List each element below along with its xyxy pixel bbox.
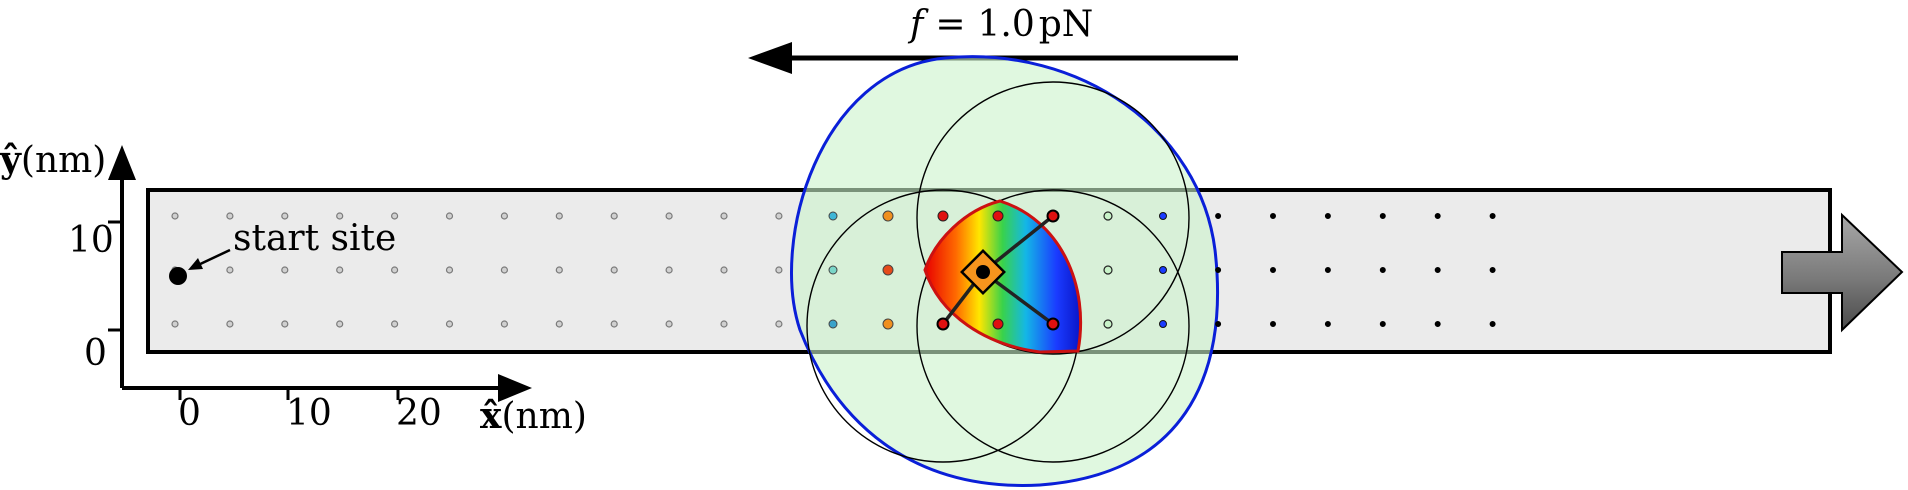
force-arrow-icon: [748, 42, 1238, 74]
direction-arrow-icon: [1781, 212, 1904, 333]
binding-site: [391, 212, 399, 220]
binding-site: [281, 320, 289, 328]
binding-site: [775, 212, 783, 220]
binding-site: [1324, 212, 1331, 219]
binding-site: [1215, 266, 1222, 273]
binding-site: [391, 266, 399, 274]
y-tick-0: 0: [84, 333, 107, 374]
binding-site: [610, 320, 618, 328]
binding-site: [226, 212, 234, 220]
start-site-pointer: [188, 248, 231, 270]
binding-site: [1324, 320, 1331, 327]
binding-site: [171, 320, 179, 328]
binding-site: [1215, 212, 1222, 219]
binding-site: [775, 266, 783, 274]
binding-site: [1379, 320, 1386, 327]
binding-site: [445, 212, 454, 220]
binding-site: [445, 266, 454, 274]
binding-site-lattice: [171, 212, 1496, 328]
binding-site: [226, 266, 234, 274]
x-tick-0: 0: [178, 393, 201, 434]
binding-site: [665, 320, 673, 328]
binding-site: [336, 320, 344, 328]
binding-site: [1434, 266, 1441, 273]
binding-site: [336, 266, 344, 274]
binding-site: [281, 266, 289, 274]
binding-site: [1270, 320, 1277, 327]
binding-site: [1324, 266, 1331, 273]
binding-site: [1489, 266, 1496, 273]
binding-site: [171, 212, 179, 220]
binding-site: [336, 212, 344, 220]
binding-site: [281, 212, 289, 220]
binding-site: [555, 320, 563, 328]
binding-site: [1379, 212, 1386, 219]
binding-site: [720, 212, 728, 220]
binding-site: [500, 266, 508, 274]
binding-site: [1489, 320, 1496, 327]
binding-site: [1434, 212, 1441, 219]
reach-circle-bottom: [916, 189, 1190, 463]
x-tick-10: 10: [286, 393, 332, 434]
binding-site: [720, 320, 728, 328]
binding-site: [610, 266, 618, 274]
axes: [108, 145, 532, 402]
binding-site: [1379, 266, 1386, 273]
binding-site: [500, 320, 508, 328]
binding-site: [720, 266, 728, 274]
binding-site: [1434, 320, 1441, 327]
binding-site: [665, 212, 673, 220]
binding-site: [610, 212, 618, 220]
binding-site: [1489, 212, 1496, 219]
y-tick-10: 10: [68, 220, 114, 261]
binding-site: [1270, 212, 1277, 219]
binding-site: [555, 266, 563, 274]
binding-site: [391, 320, 399, 328]
x-axis-label: x̂(nm): [480, 395, 587, 437]
y-axis-label: ŷ(nm): [0, 139, 106, 181]
start-site-label: start site: [233, 218, 396, 259]
motor-diamond-icon: [936, 209, 1060, 331]
start-site-dot-icon: [169, 267, 187, 285]
reach-circle-top: [916, 81, 1190, 355]
binding-site: [1215, 320, 1222, 327]
binding-site: [500, 212, 508, 220]
binding-site: [555, 212, 563, 220]
binding-site: [1270, 266, 1277, 273]
binding-site: [445, 320, 454, 328]
binding-site: [775, 320, 783, 328]
binding-site: [226, 320, 234, 328]
x-tick-20: 20: [396, 393, 442, 434]
binding-site: [665, 266, 673, 274]
active-sites: [828, 210, 1167, 330]
